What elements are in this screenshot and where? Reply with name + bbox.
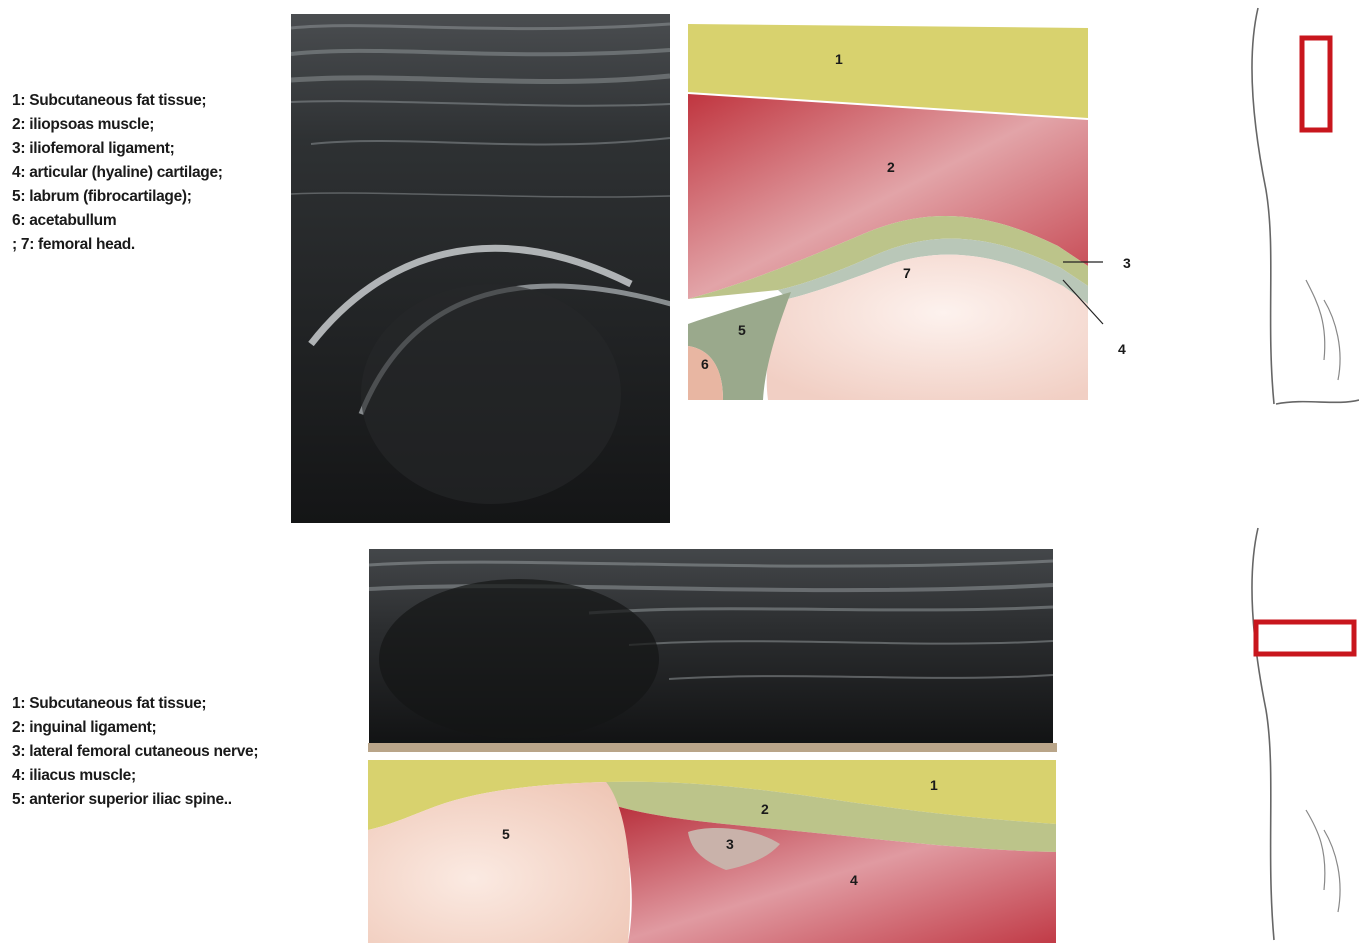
label-7: 7 xyxy=(903,265,911,281)
legend-item: 4: iliacus muscle; xyxy=(12,764,258,788)
legend-item: 2: iliopsoas muscle; xyxy=(12,113,223,137)
region-marker-vertical xyxy=(1302,38,1330,130)
leg-sketch-bottom xyxy=(1236,520,1359,943)
label-5: 5 xyxy=(738,322,746,338)
legend-item: 2: inguinal ligament; xyxy=(12,716,258,740)
label-1: 1 xyxy=(835,51,843,67)
label-1: 1 xyxy=(930,777,938,793)
label-4: 4 xyxy=(1118,341,1126,357)
legend-item: ; 7: femoral head. xyxy=(12,233,223,257)
legend-item: 4: articular (hyaline) cartilage; xyxy=(12,161,223,185)
region-marker-horizontal xyxy=(1256,622,1354,654)
label-3: 3 xyxy=(1123,255,1131,271)
label-3: 3 xyxy=(726,836,734,852)
legend-item: 6: acetabullum xyxy=(12,209,223,233)
legend-item: 5: anterior superior iliac spine.. xyxy=(12,788,258,812)
label-2: 2 xyxy=(761,801,769,817)
ultrasound-image-inguinal xyxy=(369,549,1053,743)
legend-bottom: 1: Subcutaneous fat tissue; 2: inguinal … xyxy=(12,692,258,812)
legend-item: 3: iliofemoral ligament; xyxy=(12,137,223,161)
legend-item: 3: lateral femoral cutaneous nerve; xyxy=(12,740,258,764)
label-5: 5 xyxy=(502,826,510,842)
illustration-hip-anatomy: 1 2 3 4 5 6 7 xyxy=(683,24,1153,408)
legend-item: 5: labrum (fibrocartilage); xyxy=(12,185,223,209)
illustration-inguinal-anatomy: 1 2 3 4 5 xyxy=(366,740,1059,943)
leg-sketch-top xyxy=(1236,0,1359,412)
legend-top: 1: Subcutaneous fat tissue; 2: iliopsoas… xyxy=(12,89,223,257)
legend-item: 1: Subcutaneous fat tissue; xyxy=(12,89,223,113)
label-2: 2 xyxy=(887,159,895,175)
label-6: 6 xyxy=(701,356,709,372)
legend-item: 1: Subcutaneous fat tissue; xyxy=(12,692,258,716)
label-4: 4 xyxy=(850,872,858,888)
ultrasound-image-hip xyxy=(291,14,670,523)
